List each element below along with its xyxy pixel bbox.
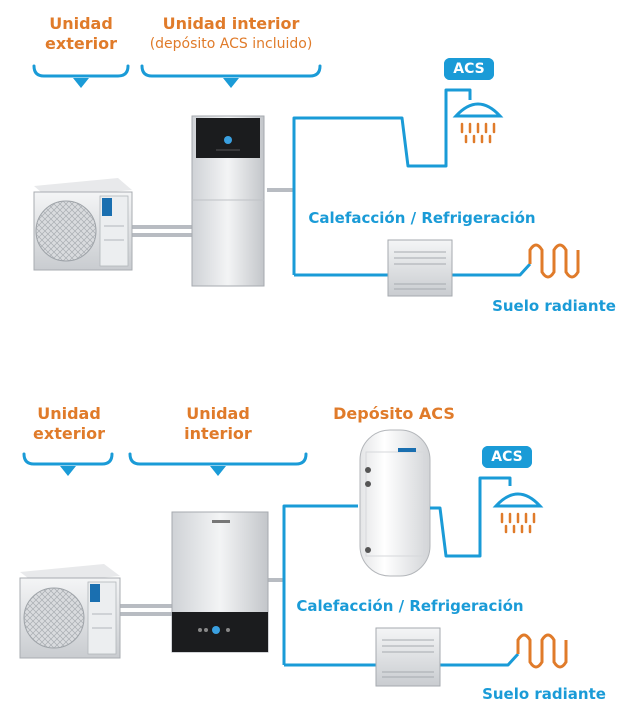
- dhw-tank-bottom: [359, 429, 431, 577]
- bracket-outdoor-bottom: [22, 452, 114, 466]
- underfloor-coil-icon-bottom: [516, 633, 568, 669]
- bracket-indoor-bottom: [128, 452, 308, 466]
- acs-badge-label-bottom: ACS: [482, 446, 532, 468]
- outdoor-unit-top: [33, 178, 133, 271]
- outdoor-unit-label-top-line1: Unidad: [49, 14, 113, 33]
- outdoor-unit-label-top-line2: exterior: [45, 34, 117, 53]
- indoor-unit-label-top: Unidad interior (depósito ACS incluido): [134, 14, 328, 54]
- water-pipes-top: [292, 88, 532, 277]
- bracket-arrow-indoor-top: [223, 78, 239, 88]
- shower-icon-bottom: [492, 492, 544, 534]
- underfloor-label-top: Suelo radiante: [492, 297, 616, 315]
- outdoor-unit-label-bottom: Unidad exterior: [18, 404, 120, 444]
- bracket-arrow-outdoor-top: [73, 78, 89, 88]
- bracket-arrow-outdoor-bottom: [60, 466, 76, 476]
- underfloor-label-bottom: Suelo radiante: [482, 685, 606, 703]
- fan-convector-bottom: [375, 627, 441, 687]
- indoor-unit-label-top-line2: (depósito ACS incluido): [149, 36, 313, 52]
- outdoor-unit-label-bottom-line1: Unidad: [37, 404, 101, 423]
- outdoor-unit-label-bottom-line2: exterior: [33, 424, 105, 443]
- acs-badge-label-top: ACS: [444, 58, 494, 80]
- indoor-wall-unit-bottom: [171, 511, 269, 653]
- indoor-unit-label-bottom-line2: interior: [184, 424, 252, 443]
- indoor-unit-label-top-line1: Unidad interior: [162, 14, 300, 33]
- bracket-indoor-top: [140, 64, 322, 78]
- shower-icon-top: [452, 102, 504, 144]
- water-pipes-bottom: [282, 476, 520, 667]
- bracket-arrow-indoor-bottom: [210, 466, 226, 476]
- bracket-outdoor-top: [32, 64, 130, 78]
- indoor-unit-label-bottom-line1: Unidad: [186, 404, 250, 423]
- outdoor-unit-label-top: Unidad exterior: [30, 14, 132, 54]
- heating-cooling-label-bottom: Calefacción / Refrigeración: [296, 597, 524, 615]
- refrigerant-pipes-top: [132, 188, 294, 237]
- outdoor-unit-bottom: [19, 564, 121, 659]
- indoor-tank-unit-top: [191, 115, 265, 287]
- refrigerant-pipes-bottom: [120, 578, 284, 616]
- fan-convector-top: [387, 239, 453, 297]
- dhw-tank-label-bottom: Depósito ACS: [333, 404, 455, 423]
- underfloor-coil-icon-top: [528, 243, 580, 279]
- indoor-unit-label-bottom: Unidad interior: [166, 404, 270, 444]
- heating-cooling-label-top: Calefacción / Refrigeración: [308, 209, 536, 227]
